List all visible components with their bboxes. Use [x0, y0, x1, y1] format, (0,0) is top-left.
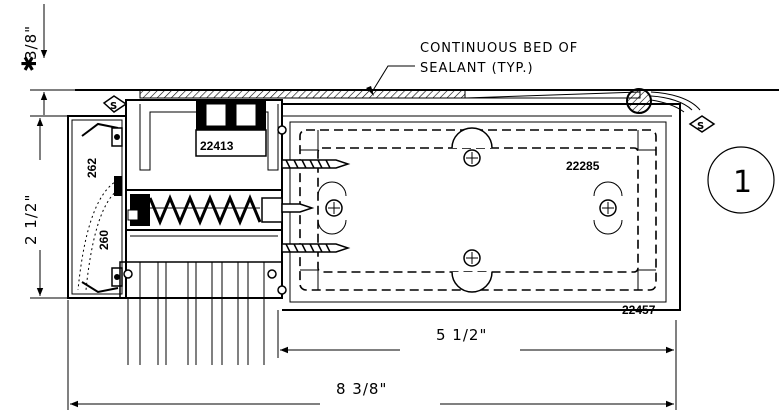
sealant-symbol-left: S — [102, 95, 128, 113]
lower-channel — [126, 229, 283, 299]
screw-boss-left — [317, 181, 347, 235]
height-label: 2 1/2" — [22, 194, 40, 245]
part-label-22457: 22457 — [622, 303, 656, 317]
sealant-note: CONTINUOUS BED OF SEALANT (TYP.) — [366, 41, 578, 96]
screw-boss-top — [451, 127, 493, 167]
sealant-note-line1: CONTINUOUS BED OF — [420, 41, 578, 56]
screw-boss-right — [593, 181, 623, 235]
inner-width-label: 5 1/2" — [436, 326, 487, 344]
height-dimension: 2 1/2" — [22, 115, 68, 299]
head-condition — [75, 88, 779, 114]
overall-width-label: 8 3/8" — [336, 380, 387, 398]
part-label-260: 260 — [97, 230, 111, 250]
overall-width-dimension: 8 3/8" — [67, 300, 677, 410]
left-frame-extrusion — [67, 115, 127, 299]
part-label-22285: 22285 — [566, 159, 600, 173]
part-label-262: 262 — [85, 158, 99, 178]
top-gap-marker: ✱ — [17, 55, 41, 72]
inner-extrusion-22285 — [299, 127, 657, 293]
detail-number: 1 — [733, 165, 752, 200]
anchor-screws — [277, 125, 351, 295]
top-gap-label: 3/8" — [22, 25, 40, 60]
sealant-note-line2: SEALANT (TYP.) — [420, 61, 534, 76]
part-label-22413: 22413 — [200, 139, 234, 153]
sealant-symbol-left-text: S — [110, 101, 117, 112]
screw-boss-bottom — [451, 249, 493, 293]
mullion-legs — [119, 261, 283, 365]
spring-rail — [125, 189, 283, 231]
top-gap-dimension: ✱ 3/8" — [17, 4, 80, 115]
inner-width-dimension: 5 1/2" — [277, 310, 677, 358]
detail-bubble: 1 — [707, 146, 775, 214]
sealant-symbol-right-text: S — [697, 121, 704, 132]
sealant-symbol-right: S — [688, 115, 716, 133]
